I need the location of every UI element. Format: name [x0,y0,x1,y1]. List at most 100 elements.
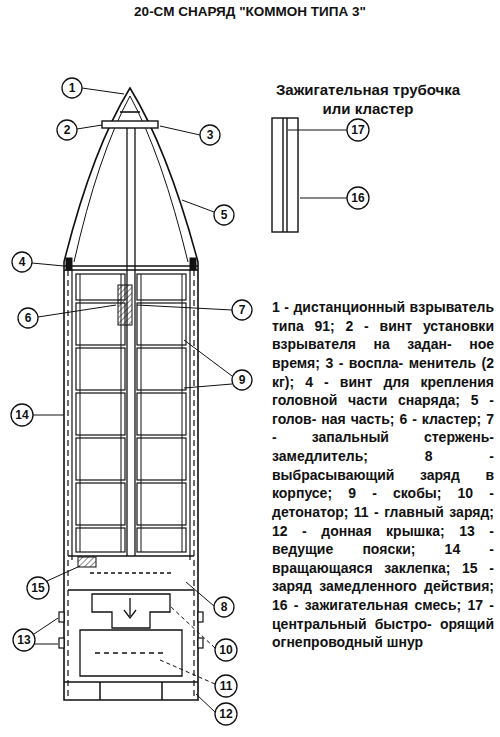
callout-circle [18,308,38,328]
delay-charge [78,557,96,567]
callout-circle [215,703,237,725]
igniter [102,121,158,128]
callout-number: 4 [11,252,33,272]
leader-line [160,660,215,684]
body-walls [67,270,68,700]
delay-charge [78,557,96,567]
leader-line [38,305,116,317]
callout-circle [215,639,237,661]
leader-line [160,126,200,135]
callout-number: 5 [213,205,235,225]
cluster-compartments [137,483,186,525]
incendiary-tube [272,118,298,232]
callout-circle [57,120,77,140]
callout-circle [214,597,234,617]
base-plug [99,682,101,700]
base-plug [64,682,198,700]
incendiary-tube [282,118,283,232]
callout-number: 2 [56,120,78,140]
leader-line [33,415,64,416]
leader-line [47,566,80,581]
central-tube [134,128,135,556]
central-tube [127,128,135,556]
callout-circle [62,78,82,98]
shell-outline [120,111,140,113]
cluster-compartments [137,528,186,552]
callout-number: 9 [231,370,253,390]
callout-number: 12 [215,704,237,724]
incendiary-tube [286,118,287,232]
cluster-compartments [137,274,186,300]
expelling-charge [68,555,194,556]
leader-line [32,263,64,266]
callout-number: 17 [347,120,369,140]
leader-line [300,198,347,199]
shell-outline [64,265,198,267]
driving-bands [198,612,203,622]
leader-line [170,606,215,648]
leader-line [34,618,58,634]
callout-number: 8 [213,597,235,617]
shell-outline [64,269,198,271]
callout-circle [27,577,49,599]
detonator-main-charge [92,594,170,628]
central-tube [126,128,127,556]
driving-bands [59,638,64,648]
leader-line [77,125,102,129]
inset-heading: Зажигательная трубочка или кластер [262,80,474,118]
leader-line [186,582,214,606]
head-screws [190,258,196,270]
incendiary-tube [272,118,298,232]
cluster-compartments [76,483,125,525]
callout-number: 16 [347,188,369,208]
expelling-charge [68,589,194,590]
expelling-charge [68,556,194,590]
leader-line [34,644,58,645]
driving-bands [198,638,203,648]
base-plug [64,681,198,683]
body-walls [71,270,72,560]
callout-circle [13,629,35,651]
expelling-charge [90,572,172,573]
leader-line [82,88,124,94]
driving-bands [59,612,64,622]
callout-circle [347,119,369,141]
callout-number: 14 [11,405,33,425]
callout-circle [12,252,32,272]
ogive-inner [74,96,188,262]
brackets [182,274,183,552]
leader-line [184,384,232,388]
cluster [118,285,132,325]
callout-circle [347,187,369,209]
callout-number: 6 [17,308,39,328]
base-plug [161,682,163,700]
callout-number: 3 [199,125,221,145]
callout-number: 11 [215,676,237,696]
cluster-compartments [76,274,186,552]
diagram-title: 20-СМ СНАРЯД "КОММОН ТИПА 3" [0,4,500,19]
brackets [141,274,142,552]
detonator-main-charge [80,630,182,676]
callout-circle [232,300,252,320]
cluster-compartments [76,528,125,552]
callout-number: 1 [61,78,83,98]
body-walls [189,270,190,560]
head-screws [66,258,72,270]
legend-note: 1 - дистанционный взрыватель типа 91; 2 … [272,298,494,652]
detonator-main-charge [80,594,182,676]
cluster-compartments [76,348,125,390]
callout-number: 15 [27,578,49,598]
brackets [80,274,182,552]
body-walls [68,270,194,700]
shell-outline [64,88,198,700]
callout-circle [11,404,33,426]
callout-circle [214,205,234,225]
shell-outline [64,88,198,700]
igniter [102,121,158,128]
cluster-compartments [76,438,125,480]
cluster-compartments [76,393,125,435]
cluster-compartments [137,393,186,435]
callout-circle [200,125,220,145]
leader-line [137,305,232,310]
